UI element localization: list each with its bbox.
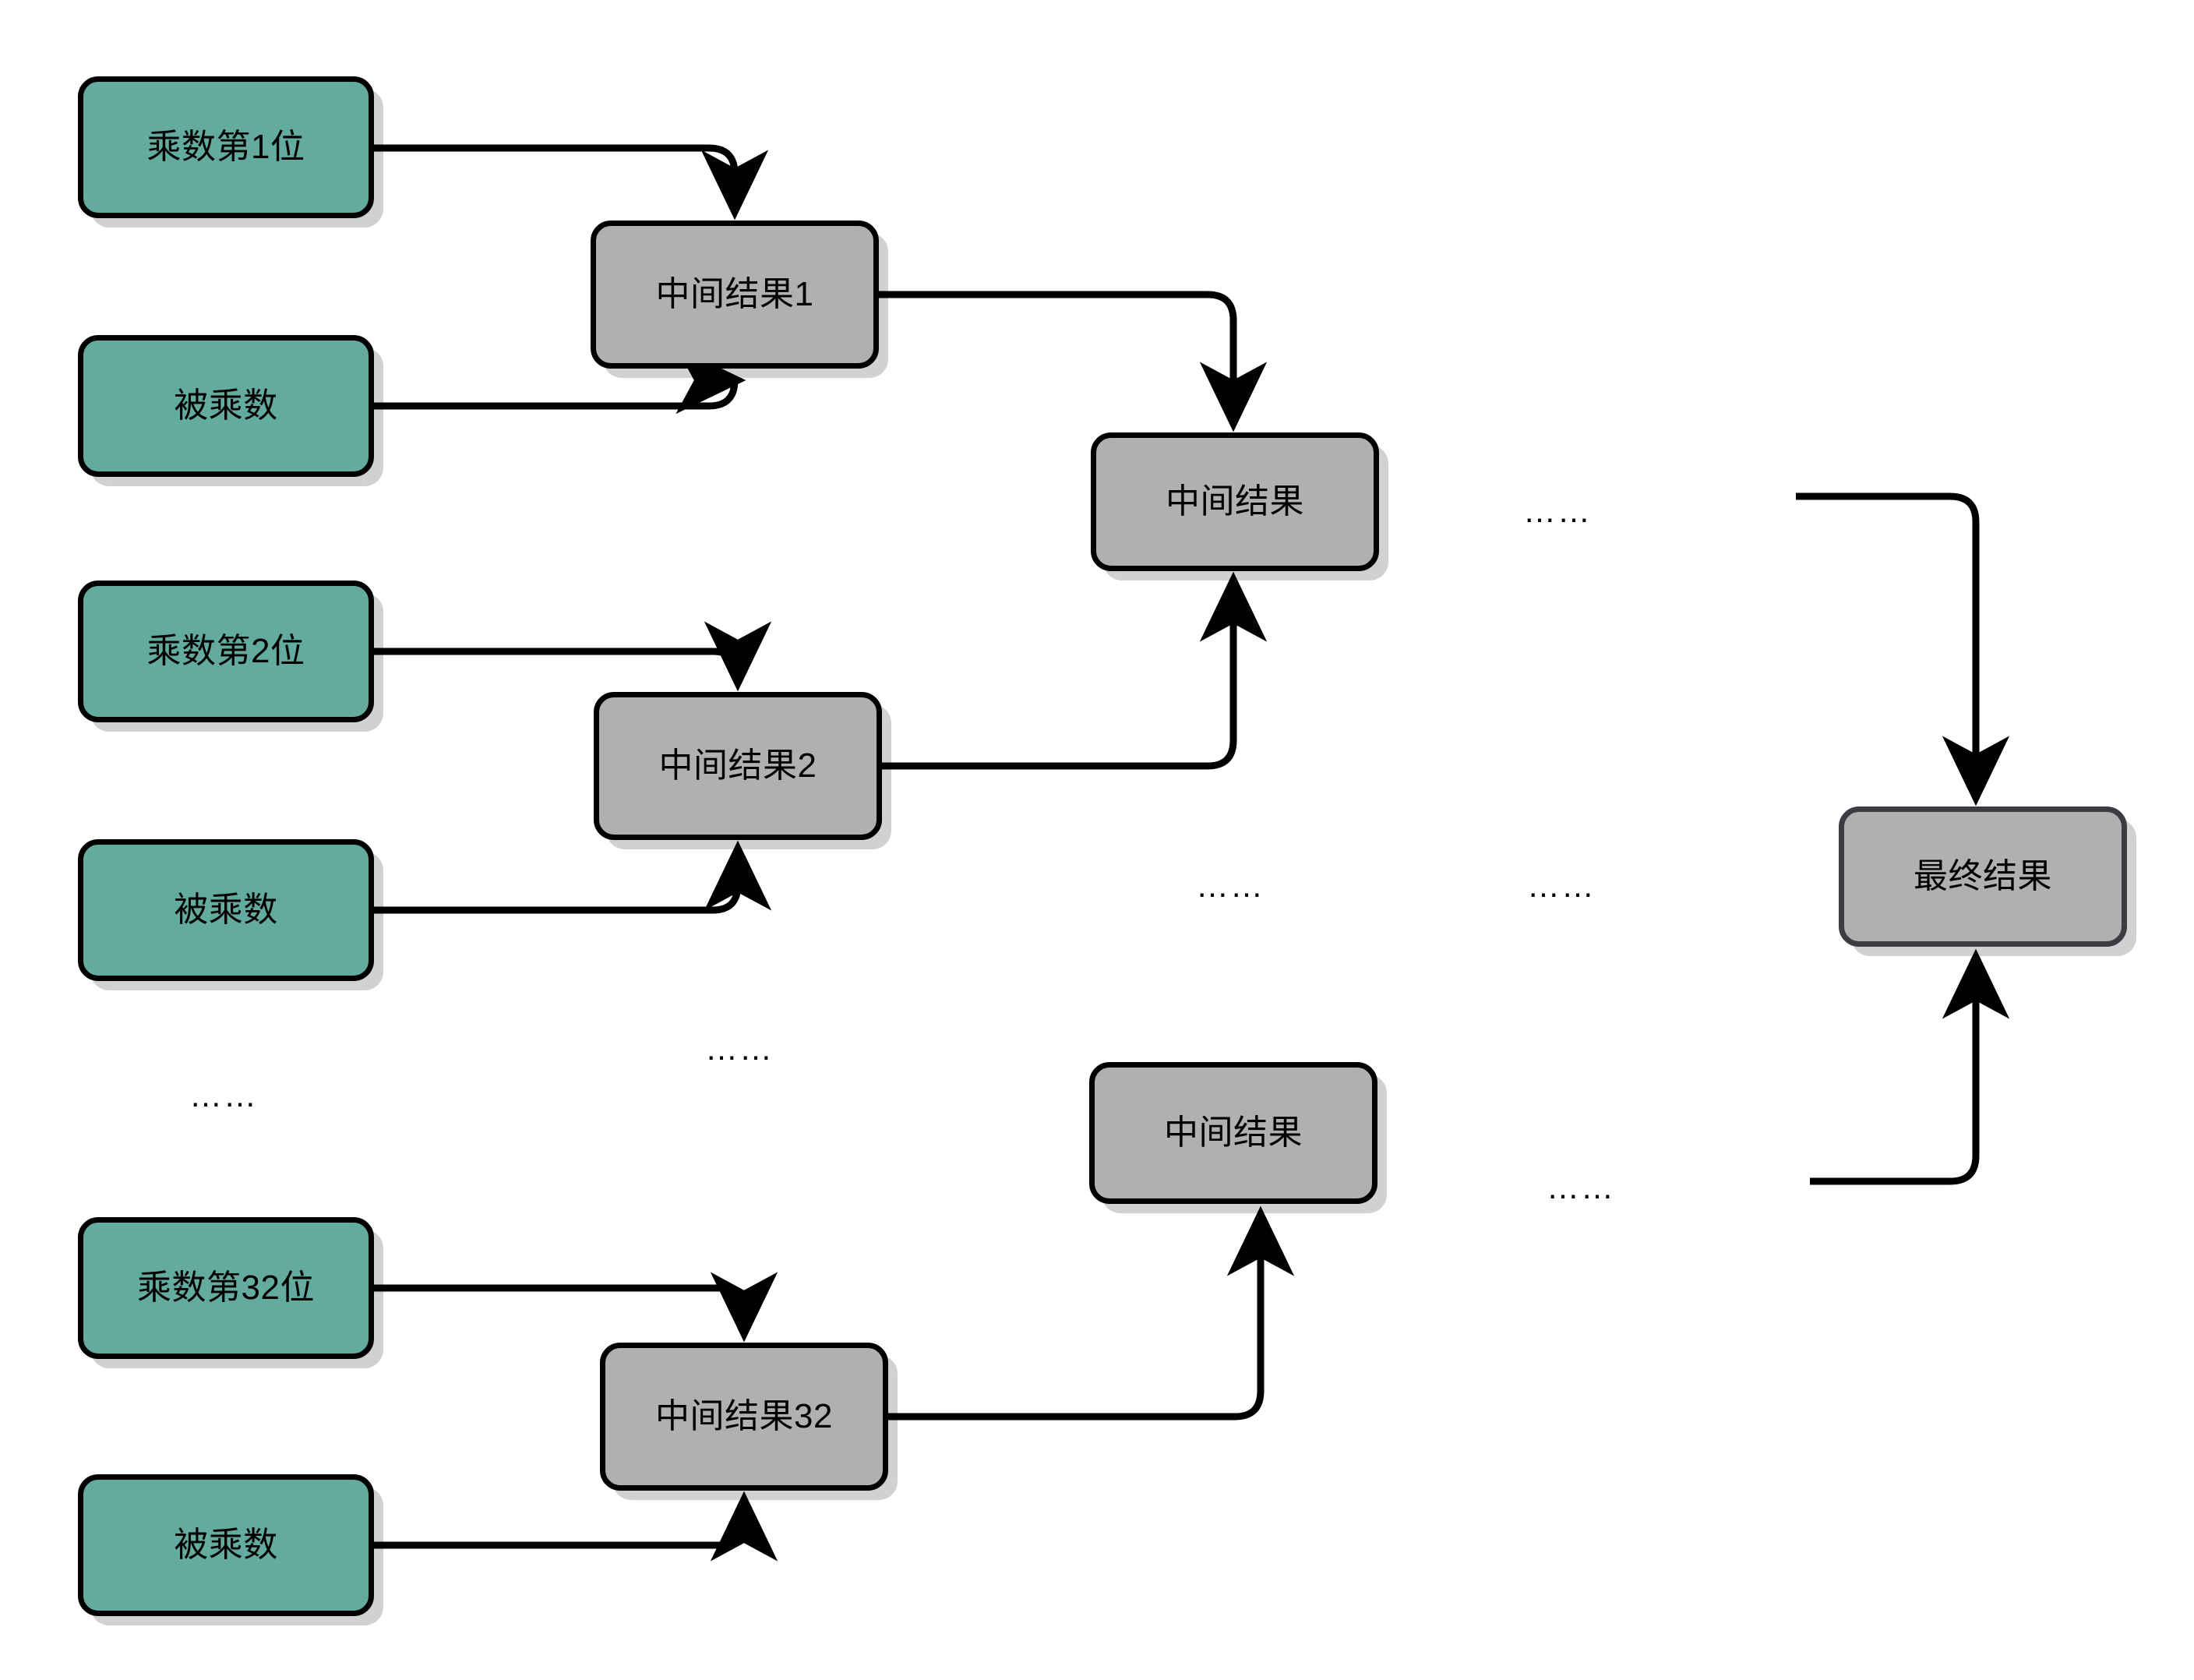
node-label: 中间结果 (1164, 1113, 1303, 1152)
node-multiplicand-32[interactable]: 被乘数 (78, 1474, 374, 1616)
edge-partial32-to-sumbottom (888, 1205, 1295, 1421)
node-partial-result-32[interactable]: 中间结果32 (600, 1343, 888, 1491)
edge-partial2-to-sumtop (882, 571, 1268, 770)
node-label: 乘数第2位 (146, 631, 305, 670)
node-final-result[interactable]: 最终结果 (1839, 806, 2127, 947)
node-partial-sum-top[interactable]: 中间结果 (1091, 432, 1379, 571)
edge-mcand1-to-partial1 (374, 369, 769, 439)
edge-mcand32-to-partial32 (374, 1491, 778, 1562)
node-label: 中间结果32 (655, 1396, 833, 1435)
node-label: 被乘数 (174, 890, 278, 929)
ellipsis-mid-left: …… (1196, 867, 1265, 904)
edge-bit1-to-partial1 (374, 144, 769, 221)
edge-bit32-to-partial32 (374, 1272, 778, 1343)
node-label: 乘数第32位 (137, 1268, 315, 1307)
node-multiplier-bit-2[interactable]: 乘数第2位 (78, 581, 374, 722)
edge-lower-to-final (1810, 948, 2010, 1185)
ellipsis-bottom-right: …… (1547, 1169, 1615, 1205)
node-label: 被乘数 (174, 386, 278, 425)
node-label: 最终结果 (1914, 856, 2052, 895)
node-label: 被乘数 (174, 1525, 278, 1564)
ellipsis-mid-right: …… (1527, 867, 1596, 904)
node-partial-result-2[interactable]: 中间结果2 (594, 692, 882, 840)
ellipsis-center-column: …… (705, 1030, 774, 1067)
node-partial-sum-bottom[interactable]: 中间结果 (1089, 1062, 1377, 1204)
edge-upper-to-final (1796, 492, 2010, 806)
ellipsis-left-column: …… (189, 1077, 258, 1114)
ellipsis-top-right: …… (1523, 492, 1592, 529)
node-label: 中间结果1 (655, 274, 814, 313)
node-partial-result-1[interactable]: 中间结果1 (591, 221, 879, 369)
node-multiplicand-2[interactable]: 被乘数 (78, 839, 374, 981)
node-label: 中间结果 (1166, 482, 1304, 521)
edge-bit2-to-partial2 (374, 621, 772, 692)
node-label: 乘数第1位 (146, 127, 305, 166)
node-multiplier-bit-1[interactable]: 乘数第1位 (78, 76, 374, 218)
node-multiplier-bit-32[interactable]: 乘数第32位 (78, 1217, 374, 1359)
node-multiplicand-1[interactable]: 被乘数 (78, 335, 374, 477)
node-label: 中间结果2 (658, 746, 817, 785)
edge-partial1-to-sumtop (879, 291, 1268, 432)
edge-mcand2-to-partial2 (374, 840, 772, 914)
